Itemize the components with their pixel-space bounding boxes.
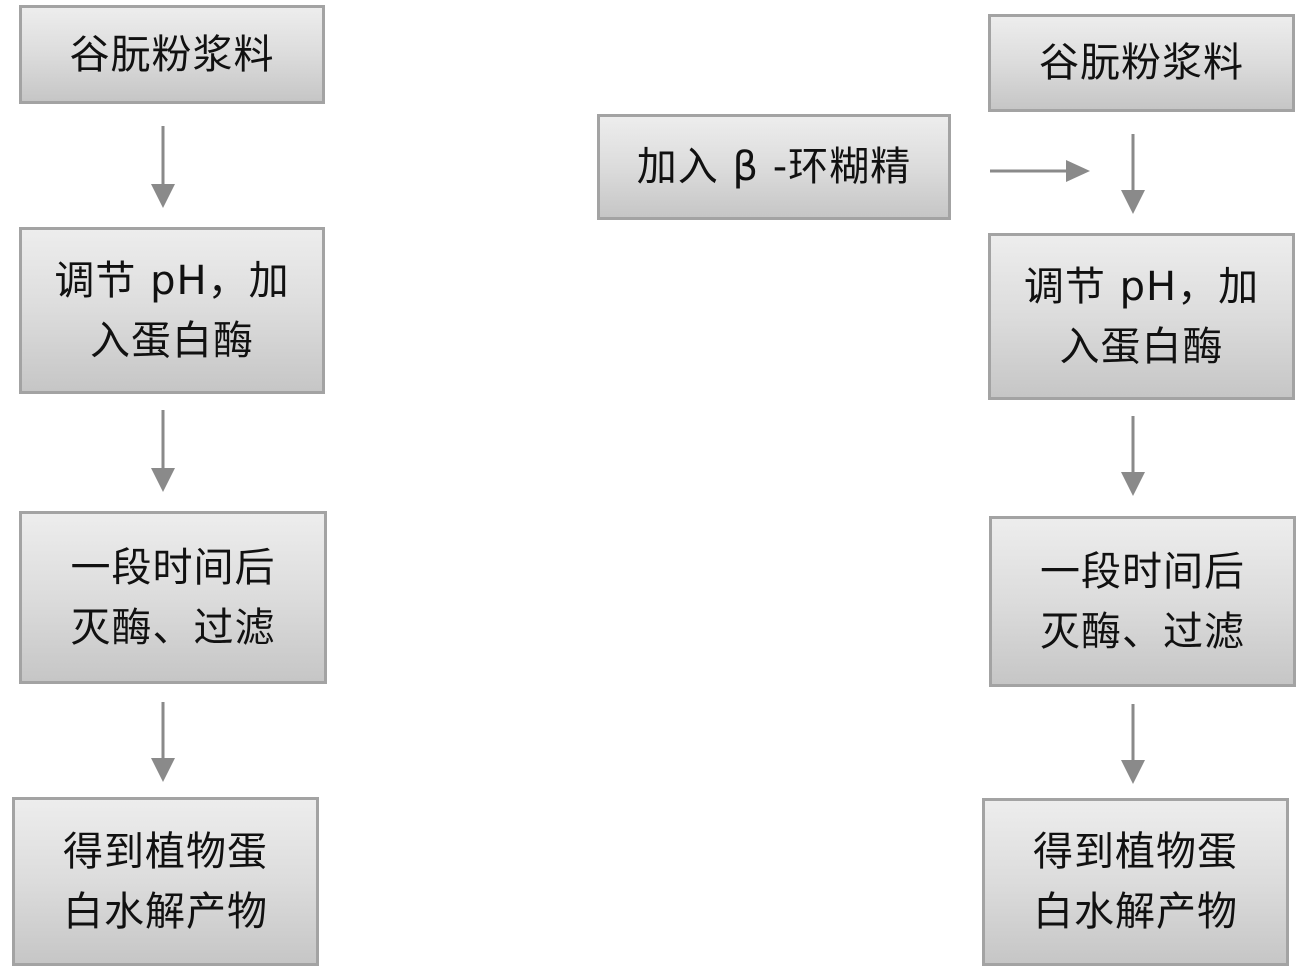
- right-step2-box: 调节 pH，加 入蛋白酶: [988, 233, 1295, 400]
- additive-arrow: [990, 160, 1090, 182]
- left-arrow-3: [151, 702, 175, 782]
- left-step3-box: 一段时间后 灭酶、过滤: [19, 511, 327, 684]
- left-step2-line1: 调节 pH，加: [54, 251, 289, 311]
- right-step2-line1: 调节 pH，加: [1024, 257, 1259, 317]
- right-step3-box: 一段时间后 灭酶、过滤: [989, 516, 1296, 687]
- left-step3-line2: 灭酶、过滤: [71, 598, 276, 658]
- left-step4-line2: 白水解产物: [63, 882, 268, 942]
- left-step2-line2: 入蛋白酶: [90, 311, 254, 371]
- left-step2-box: 调节 pH，加 入蛋白酶: [19, 227, 325, 394]
- left-step3-line1: 一段时间后: [71, 538, 276, 598]
- right-arrow-2: [1121, 416, 1145, 496]
- right-step4-box: 得到植物蛋 白水解产物: [982, 798, 1289, 966]
- right-step4-line1: 得到植物蛋: [1033, 822, 1238, 882]
- right-step1-box: 谷朊粉浆料: [988, 14, 1295, 112]
- right-step3-line1: 一段时间后: [1040, 542, 1245, 602]
- right-step3-line2: 灭酶、过滤: [1040, 602, 1245, 662]
- left-step1-label: 谷朊粉浆料: [70, 25, 275, 85]
- left-step4-line1: 得到植物蛋: [63, 822, 268, 882]
- additive-label: 加入 β -环糊精: [637, 137, 911, 197]
- left-step4-box: 得到植物蛋 白水解产物: [12, 797, 319, 966]
- right-step1-label: 谷朊粉浆料: [1039, 33, 1244, 93]
- left-arrow-1: [151, 126, 175, 208]
- left-step1-box: 谷朊粉浆料: [19, 5, 325, 104]
- right-step4-line2: 白水解产物: [1033, 882, 1238, 942]
- left-arrow-2: [151, 410, 175, 492]
- right-step2-line2: 入蛋白酶: [1060, 317, 1224, 377]
- additive-box: 加入 β -环糊精: [597, 114, 951, 220]
- right-arrow-1: [1121, 134, 1145, 214]
- right-arrow-3: [1121, 704, 1145, 784]
